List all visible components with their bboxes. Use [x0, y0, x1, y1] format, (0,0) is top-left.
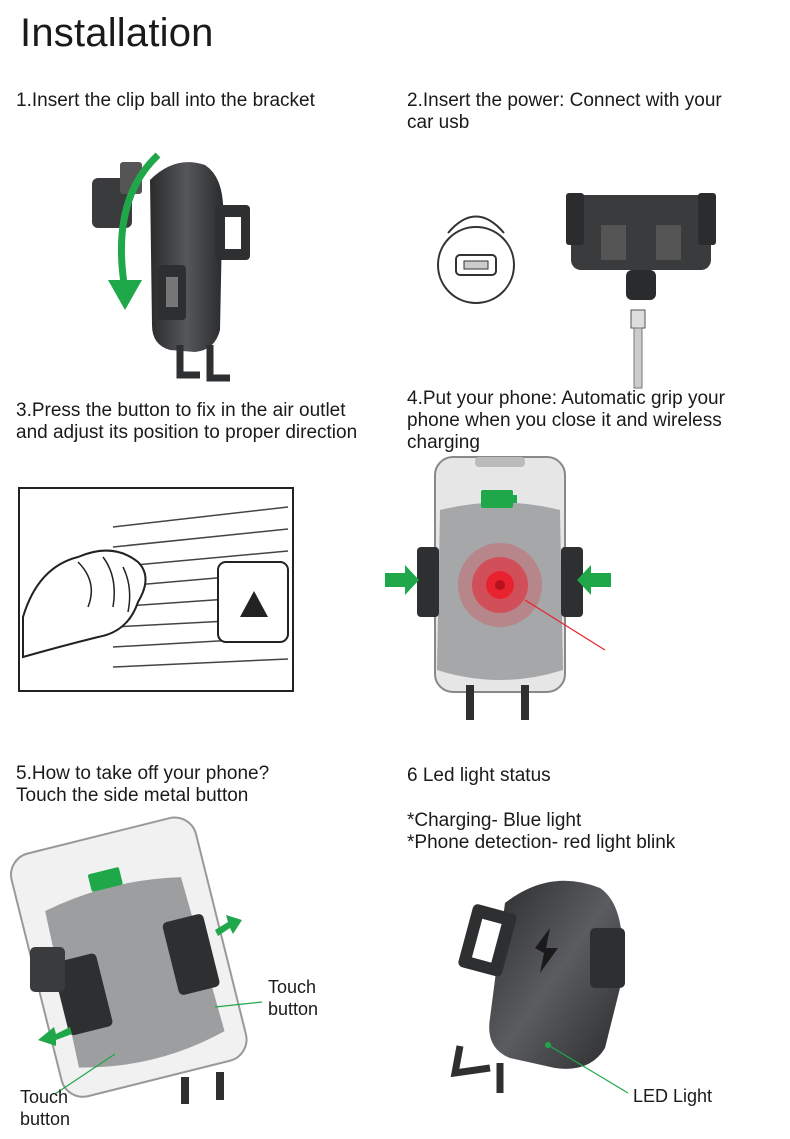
- step-1-text: 1.Insert the clip ball into the bracket: [16, 90, 315, 112]
- step-3-text: 3.Press the button to fix in the air out…: [16, 400, 357, 444]
- touch-button-right-line-2: button: [268, 999, 319, 1019]
- step-6-line-3: *Phone detection- red light blink: [407, 832, 676, 853]
- step-5-line-2: Touch the side metal button: [16, 785, 249, 806]
- step-2-text: 2.Insert the power: Connect with your ca…: [407, 90, 722, 134]
- step-5-line-1: 5.How to take off your phone?: [16, 763, 270, 784]
- step-1-line-1: 1.Insert the clip ball into the bracket: [16, 90, 315, 111]
- step-3-line-2: and adjust its position to proper direct…: [16, 422, 358, 443]
- release-arrow-right-icon: [215, 915, 242, 936]
- touch-button-left-line-1: Touch: [20, 1087, 69, 1107]
- step-3-line-1: 3.Press the button to fix in the air out…: [16, 400, 346, 421]
- step-2-line-2: car usb: [407, 112, 470, 133]
- release-arrow-left-icon: [38, 1027, 72, 1046]
- touch-button-left-label: Touch button: [20, 1086, 70, 1130]
- step-4-line-2: phone when you close it and wireless: [407, 410, 722, 431]
- car-usb-power-illustration: [437, 193, 716, 389]
- led-light-label: LED Light: [633, 1086, 713, 1106]
- step-4-text: 4.Put your phone: Automatic grip your ph…: [407, 388, 725, 454]
- grip-arrow-left-icon: [385, 565, 419, 595]
- battery-icon: [481, 490, 517, 508]
- air-vent-illustration: [18, 487, 294, 692]
- page-title: Installation: [20, 11, 214, 55]
- led-holder-illustration: [450, 880, 629, 1094]
- clip-ball-holder-illustration: [92, 152, 250, 382]
- touch-button-right-line-1: Touch: [268, 977, 317, 997]
- step-6-text: 6 Led light status *Charging- Blue light…: [407, 765, 675, 854]
- grip-arrow-right-icon: [577, 565, 611, 595]
- step-6-line-1: 6 Led light status: [407, 765, 551, 786]
- phone-release-illustration: [10, 816, 263, 1104]
- step-2-line-1: 2.Insert the power: Connect with your: [407, 90, 722, 111]
- phone-grip-charging-illustration: [385, 456, 611, 720]
- step-5-text: 5.How to take off your phone? Touch the …: [16, 763, 269, 807]
- touch-button-left-line-2: button: [20, 1109, 71, 1129]
- step-4-line-3: charging: [407, 432, 480, 453]
- step-6-line-2: *Charging- Blue light: [407, 810, 582, 831]
- touch-button-right-label: Touch button: [268, 976, 318, 1020]
- step-4-line-1: 4.Put your phone: Automatic grip your: [407, 388, 725, 409]
